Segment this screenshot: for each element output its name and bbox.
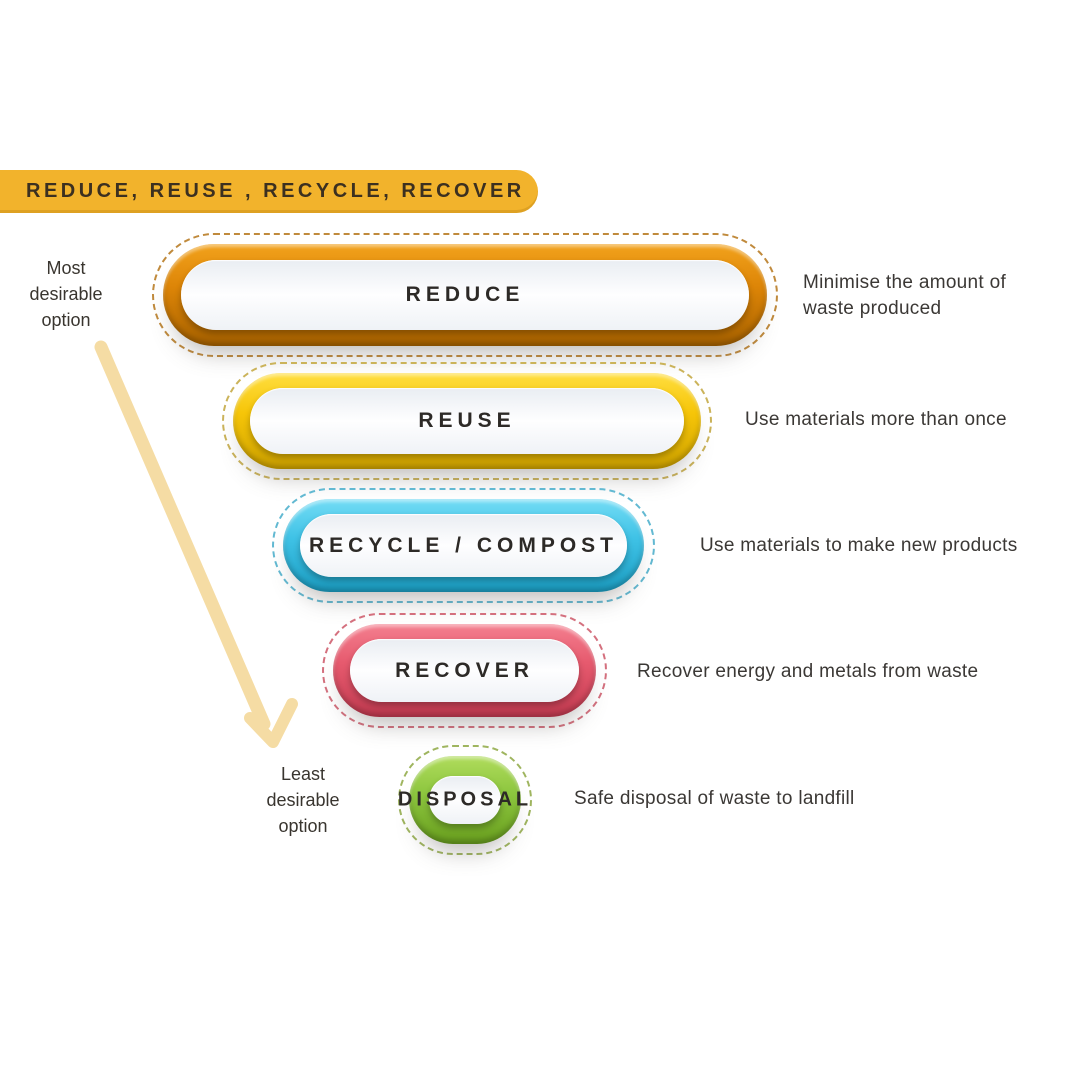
level-description: Recover energy and metals from waste	[637, 661, 979, 682]
level-label: DISPOSAL	[397, 788, 533, 811]
level-pill-face: REDUCE	[181, 260, 749, 330]
least-desirable-label: Least desirable option	[266, 764, 340, 836]
level-label: RECOVER	[395, 658, 534, 682]
level-pill: REDUCE	[163, 244, 767, 346]
level-pill-face: REUSE	[250, 388, 684, 454]
level-dashed-outline: DISPOSAL	[398, 745, 532, 855]
hierarchy-level-recycle-compost: RECYCLE / COMPOST	[272, 488, 655, 603]
most-desirable-label: Most desirable option	[29, 258, 103, 330]
level-label: REUSE	[418, 409, 516, 432]
hierarchy-level-reuse: REUSE	[222, 362, 712, 480]
level-dashed-outline: RECOVER	[322, 613, 607, 728]
level-description: Use materials to make new products	[700, 535, 1018, 556]
level-pill	[409, 756, 521, 844]
level-label: REDUCE	[405, 283, 525, 306]
hierarchy-level-recover: RECOVER	[322, 613, 607, 728]
level-description: Use materials more than once	[745, 409, 1007, 430]
page-title: REDUCE, REUSE , RECYCLE, RECOVER	[26, 180, 525, 202]
level-pill: REUSE	[233, 373, 701, 469]
hierarchy-level-reduce: REDUCE	[152, 233, 778, 357]
level-pill: RECOVER	[333, 624, 596, 717]
title-banner: REDUCE, REUSE , RECYCLE, RECOVER	[0, 170, 538, 213]
level-pill: RECYCLE / COMPOST	[283, 499, 644, 592]
level-pill-face: RECYCLE / COMPOST	[300, 514, 627, 577]
level-dashed-outline: RECYCLE / COMPOST	[272, 488, 655, 603]
level-dashed-outline: REUSE	[222, 362, 712, 480]
level-pill-face	[429, 776, 501, 824]
level-pill-face: RECOVER	[350, 639, 579, 702]
level-description: Safe disposal of waste to landfill	[574, 788, 855, 809]
hierarchy-level-disposal: DISPOSAL	[398, 745, 532, 855]
level-description: Minimise the amount of waste produced	[803, 272, 1007, 319]
level-dashed-outline: REDUCE	[152, 233, 778, 357]
level-label: RECYCLE / COMPOST	[308, 533, 619, 557]
